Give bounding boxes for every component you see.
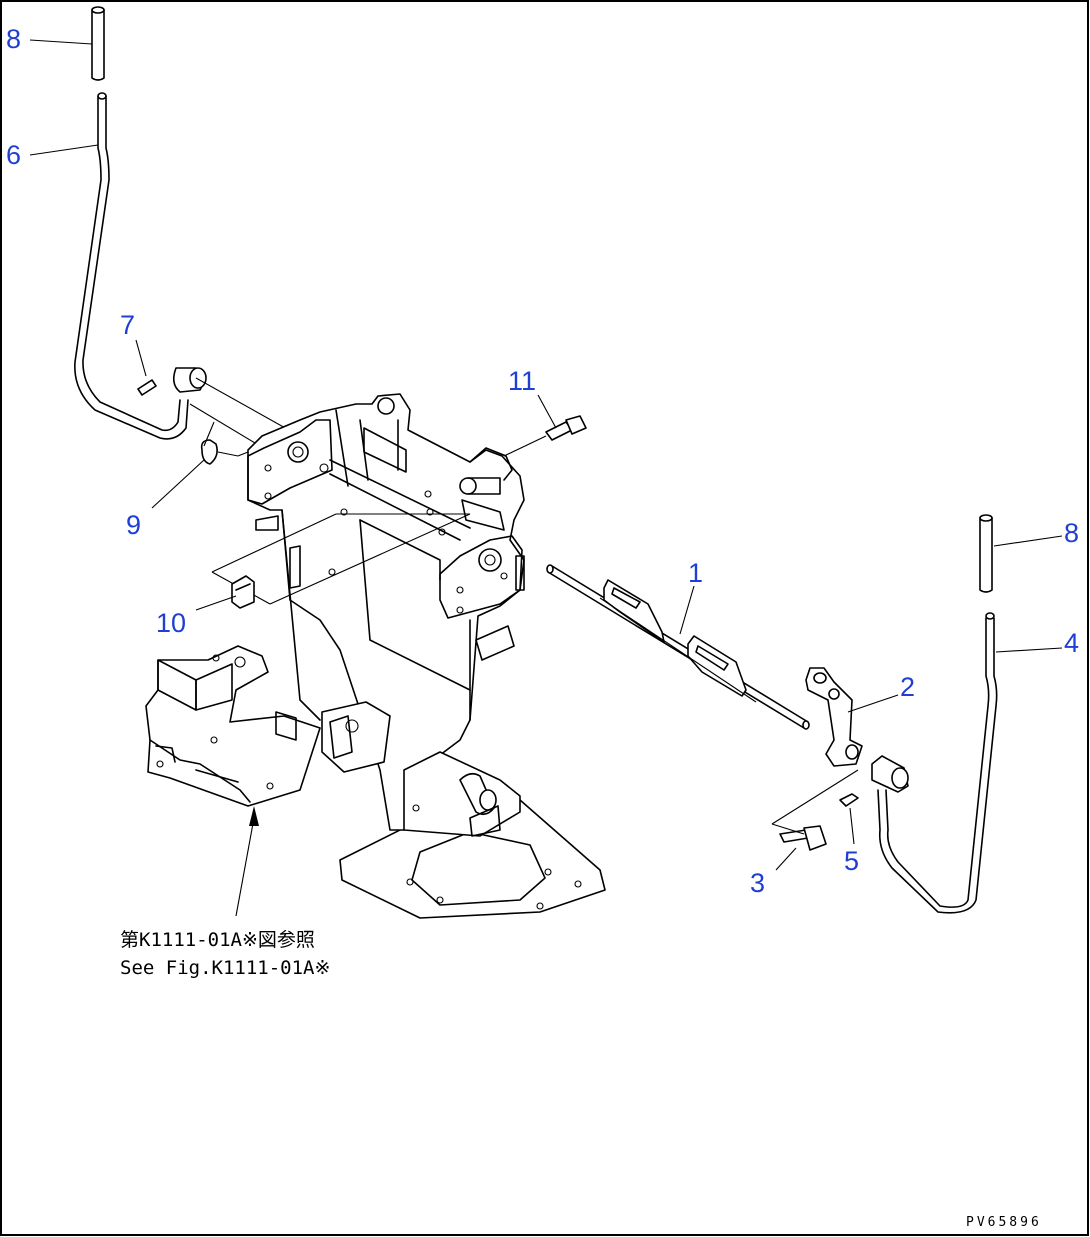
label-7: 7: [120, 310, 135, 340]
pin-left-part-8: [91, 6, 105, 81]
bolt-part-11: [503, 415, 587, 457]
label-8-right: 8: [1064, 518, 1079, 548]
label-1: 1: [688, 558, 703, 588]
leader-lines: [29, 39, 1063, 871]
alignment-lines-right: [771, 769, 859, 835]
label-11: 11: [508, 366, 536, 396]
reference-arrow: [235, 806, 259, 917]
label-5: 5: [844, 846, 859, 876]
main-frame: [145, 393, 606, 919]
spring-pin-part-7: [137, 379, 157, 396]
bolt-part-3: [779, 825, 827, 851]
reference-note-japanese: 第K1111-01A※図参照: [120, 929, 315, 951]
label-3: 3: [750, 868, 765, 898]
spring-pin-part-5: [839, 793, 859, 807]
drawing-code: PV65896: [966, 1215, 1042, 1230]
bracket-part-2: [805, 667, 863, 767]
bushing-part-9: [200, 439, 218, 465]
pin-right-part-8: [979, 514, 993, 593]
collar-left: [172, 367, 207, 393]
lever-rod-right-part-4: [877, 612, 998, 914]
label-8-left: 8: [6, 24, 21, 54]
reference-note-english: See Fig.K1111-01A※: [120, 957, 330, 979]
lever-rod-left-part-6: [74, 92, 189, 440]
label-4: 4: [1064, 628, 1079, 658]
label-10: 10: [156, 608, 186, 638]
label-6: 6: [6, 140, 21, 170]
shaft-part-1: [546, 564, 810, 730]
collar-right: [871, 755, 909, 793]
clip-part-10: [231, 575, 255, 609]
label-2: 2: [900, 672, 915, 702]
label-9: 9: [126, 510, 141, 540]
